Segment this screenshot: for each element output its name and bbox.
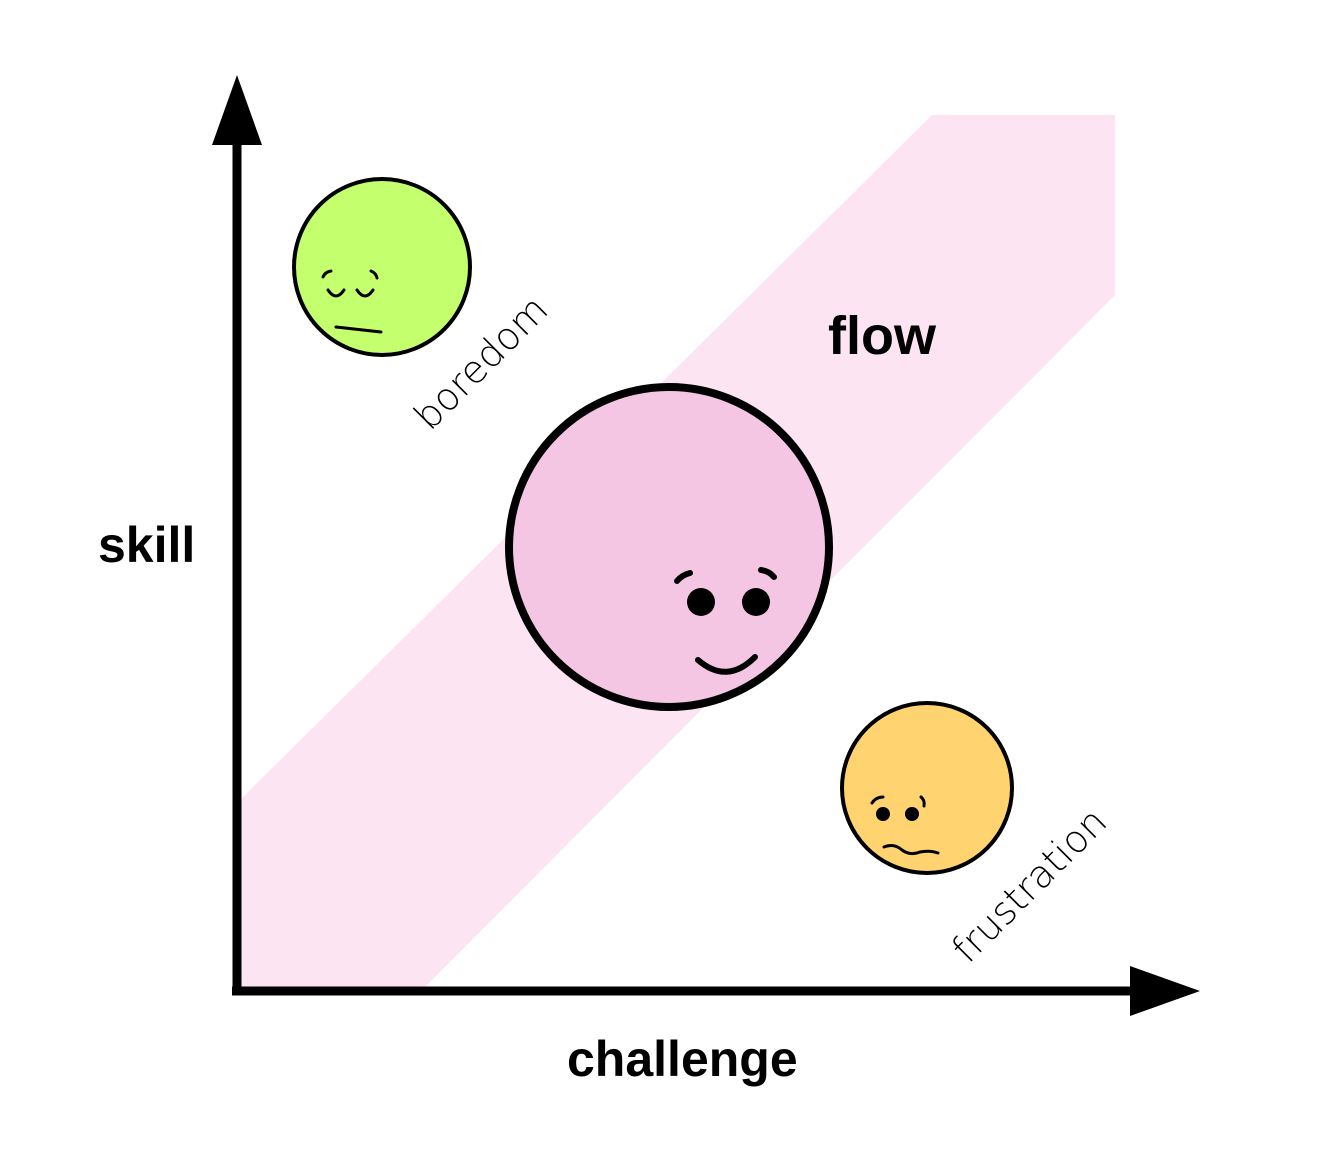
flow-label: flow — [828, 306, 937, 366]
y-axis — [212, 75, 262, 995]
happy-face-icon — [505, 383, 833, 711]
sleepy-face-icon — [292, 177, 472, 357]
y-axis-label: skill — [98, 517, 195, 573]
worried-face-icon — [840, 701, 1014, 875]
x-axis-label: challenge — [567, 1031, 798, 1087]
y-axis-arrow-icon — [212, 75, 262, 145]
x-axis — [232, 966, 1200, 1016]
x-axis-arrow-icon — [1130, 966, 1200, 1016]
